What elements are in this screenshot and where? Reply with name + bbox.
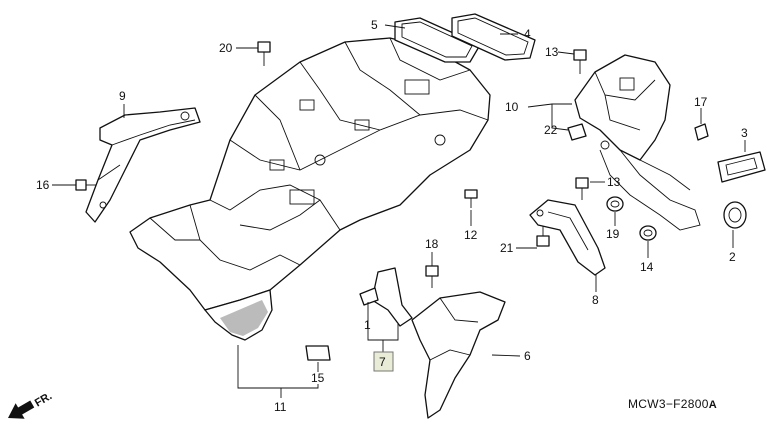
label-part-15: 15 xyxy=(311,371,325,385)
direction-arrow-icon: FR. xyxy=(8,390,54,419)
label-part-19: 19 xyxy=(606,227,620,241)
label-part-2: 2 xyxy=(729,250,736,264)
label-part-16: 16 xyxy=(36,178,50,192)
label-part-13-top: 13 xyxy=(545,45,559,59)
leader-lines xyxy=(52,24,746,398)
lower-stay-drawing xyxy=(529,199,606,276)
label-part-7: 7 xyxy=(379,355,386,369)
label-part-17: 17 xyxy=(694,95,708,109)
hardware-drawings xyxy=(75,41,766,361)
label-part-3: 3 xyxy=(741,126,748,140)
label-part-8: 8 xyxy=(592,293,599,307)
label-part-11: 11 xyxy=(274,400,287,414)
label-part-22: 22 xyxy=(544,123,558,137)
label-part-5: 5 xyxy=(371,18,378,32)
part-labels: 5 4 20 13 9 17 10 3 22 16 13 19 12 18 21… xyxy=(36,18,748,414)
front-arrow-label: FR. xyxy=(33,390,54,409)
label-part-20: 20 xyxy=(219,41,233,55)
inner-fender-drawing xyxy=(129,37,491,341)
label-part-7-box xyxy=(373,351,394,372)
label-part-14: 14 xyxy=(640,260,654,274)
side-cover-drawing xyxy=(411,291,506,419)
label-part-12: 12 xyxy=(464,228,478,242)
label-part-10: 10 xyxy=(505,100,519,114)
label-part-6: 6 xyxy=(524,349,531,363)
label-part-9: 9 xyxy=(119,89,126,103)
clip-assembly-drawing xyxy=(359,267,413,327)
diagram-code-main: MCW3−F2800 xyxy=(628,397,709,411)
seal-band-drawing xyxy=(394,13,536,63)
diagram-code: MCW3−F2800A xyxy=(628,397,717,411)
label-part-1: 1 xyxy=(364,318,371,332)
rear-bracket-drawing xyxy=(574,54,701,231)
left-bracket-drawing xyxy=(85,107,201,223)
label-part-18: 18 xyxy=(425,237,439,251)
label-part-4: 4 xyxy=(524,27,531,41)
label-part-21: 21 xyxy=(500,241,514,255)
diagram-code-suffix: A xyxy=(709,399,717,411)
label-part-13-mid: 13 xyxy=(607,175,621,189)
